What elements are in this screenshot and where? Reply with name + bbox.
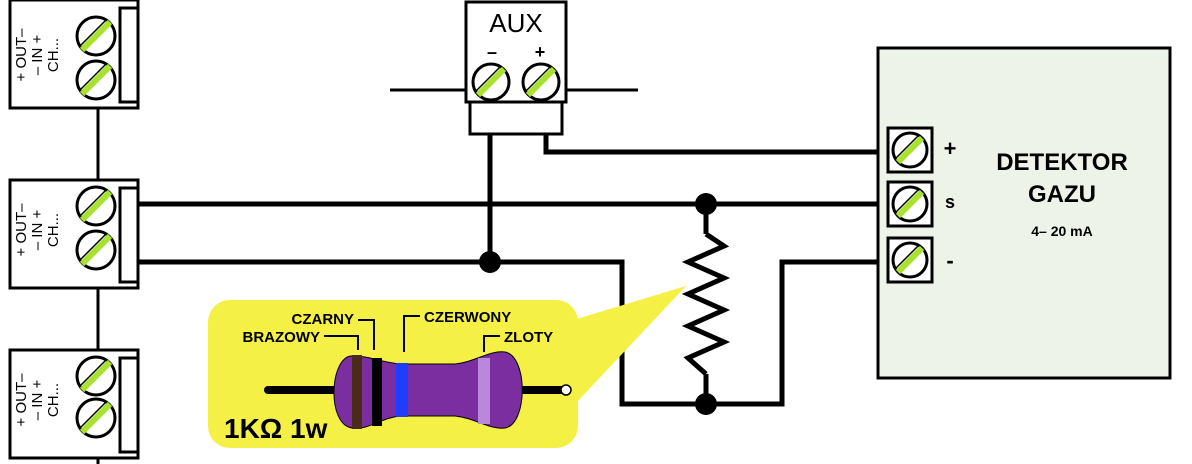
gas-detector: + s - DETEKTOR GAZU 4– 20 mA [876,46,1172,380]
screw-icon [75,59,117,101]
terminal-label-ch: CH... [45,383,62,417]
zone-terminal-block-2: + OUT– – IN + CH... [8,178,140,290]
terminal-label-out: + OUT– [13,203,30,257]
band1-leader [358,319,375,350]
junction-dots [479,193,717,415]
detector-title-line2: GAZU [1028,181,1096,208]
terminal-label-out: + OUT– [13,373,30,427]
screw-icon [891,241,929,279]
detector-title-line1: DETEKTOR [996,149,1128,176]
screw-icon [471,62,511,102]
resistor-band-gold [478,358,490,424]
resistor-symbol [681,231,731,376]
aux-terminal-block: AUX – + [464,0,568,136]
resistor-band4-label: ZLOTY [504,329,553,346]
aux-minus-label: – [487,42,497,62]
terminal-label-in: – IN + [29,380,46,421]
resistor-band1-label: CZARNY [292,311,355,328]
detector-range: 4– 20 mA [1031,223,1092,239]
resistor-callout: CZARNY BRAZOWY CZERWONY ZLOTY 1KΩ 1w [208,286,686,448]
screw-icon [75,397,117,439]
resistor-band2-label: BRAZOWY [243,329,321,346]
terminal-label-ch: CH... [45,38,62,72]
band4-leader [483,335,500,352]
resistor-value-label: 1KΩ 1w [224,413,328,444]
screw-icon [521,62,561,102]
band3-leader [403,315,420,352]
screw-icon [891,131,929,169]
screw-icon [75,355,117,397]
screw-icon [891,185,929,223]
resistor-band-brown [352,355,362,429]
terminal-label-in: – IN + [29,35,46,76]
terminal-label-out: + OUT– [13,28,30,82]
detector-terminal-s: s [945,192,955,212]
resistor-band-red [396,363,408,417]
resistor-band3-label: CZERWONY [424,309,511,326]
aux-plus-label: + [535,42,546,62]
screw-icon [75,185,117,227]
detector-terminal-minus: - [946,248,953,273]
screw-icon [75,229,117,271]
zone-terminal-block-3: + OUT– – IN + CH... [8,348,140,460]
detector-terminal-plus: + [944,136,957,161]
resistor-band-black [372,358,382,426]
aux-title: AUX [489,8,542,38]
zone-terminal-block-1: + OUT– – IN + CH... [8,0,140,110]
band2-leader [324,335,359,350]
terminal-label-ch: CH... [45,213,62,247]
screw-icon [75,15,117,57]
terminal-label-in: – IN + [29,210,46,251]
